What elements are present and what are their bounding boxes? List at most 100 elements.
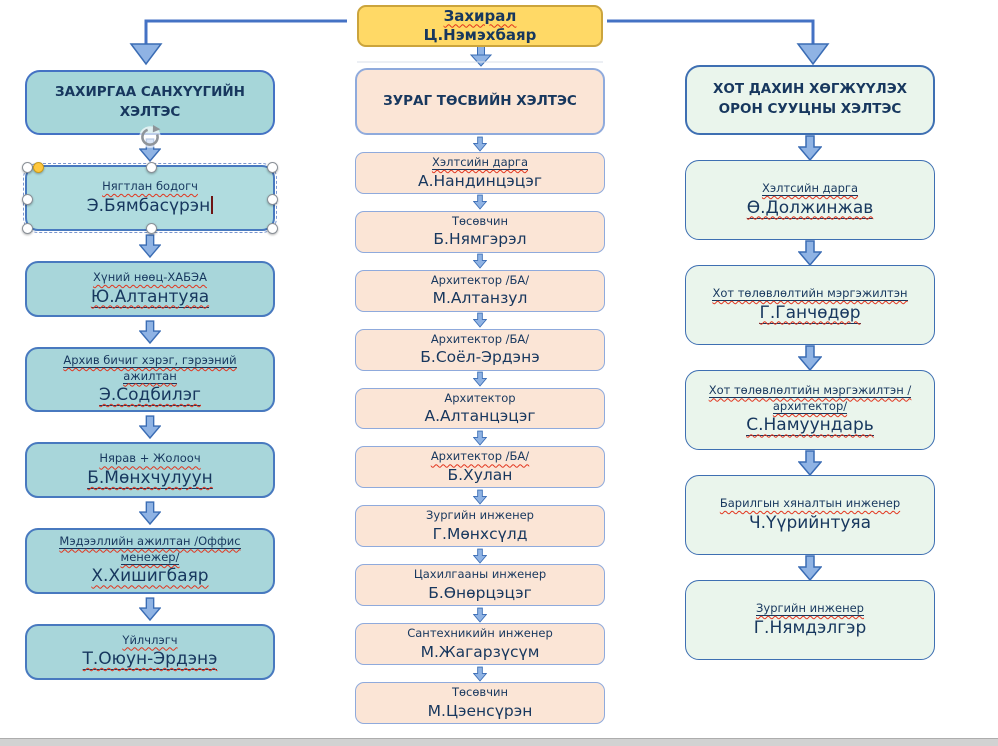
connector-arrow[interactable]	[473, 253, 487, 270]
box-name: Ю.Алтантуяа	[90, 286, 210, 308]
box-name: Б.Хулан	[448, 466, 513, 485]
box-name-text: Ч.Үүрийнтуяа	[748, 512, 872, 533]
handle-top-right[interactable]	[267, 162, 278, 173]
connector-arrow[interactable]	[139, 594, 161, 624]
box-name: Б.Соёл-Эрдэнэ	[420, 348, 539, 367]
connector-arrow[interactable]	[798, 344, 822, 371]
connector-arrow[interactable]	[473, 488, 487, 505]
connector-arrow[interactable]	[473, 547, 487, 564]
down-arrow-icon	[473, 607, 487, 623]
adjust-handle[interactable]	[33, 162, 44, 173]
handle-top-left[interactable]	[22, 162, 33, 173]
handle-middle-right[interactable]	[267, 193, 278, 205]
box-title: Зургийн инженер	[426, 508, 534, 524]
down-arrow-icon	[139, 415, 161, 440]
director-box[interactable]: Захирал Ц.Нэмэхбаяр	[357, 5, 603, 47]
connector-elbow-right[interactable]	[607, 19, 830, 66]
box-name-text: Э.Бямбасүрэн	[86, 195, 211, 216]
handle-bottom-left[interactable]	[22, 223, 33, 234]
box-title: Барилгын хяналтын инженер	[720, 496, 900, 512]
box-name: М.Алтанзул	[433, 289, 528, 308]
org-box[interactable]: Архитектор /БА/Б.Соёл-Эрдэнэ	[355, 328, 605, 371]
box-name-text: А.Нандинцэцэг	[418, 171, 542, 190]
connector-arrow[interactable]	[473, 135, 487, 152]
box-name-text: Г.Нямдэлгэр	[753, 617, 867, 638]
box-name: Б.Өнөрцэцэг	[428, 584, 531, 603]
box-title-text: Барилгын хяналтын инженер	[719, 496, 901, 511]
box-name: М.Жагарзүсүм	[421, 643, 540, 662]
box-title-text: Архитектор	[444, 390, 516, 405]
box-name: Х.Хишигбаяр	[91, 566, 208, 587]
box-title: Үйлчлэгч	[122, 633, 177, 649]
connector-arrow[interactable]	[139, 498, 161, 528]
org-box[interactable]: Архитектор /БА/Б.Хулан	[355, 446, 605, 489]
connector-arrow[interactable]	[473, 371, 487, 388]
connector-arrow[interactable]	[473, 312, 487, 329]
box-title: Төсөвчин	[452, 685, 508, 701]
box-title-text: Хот төлөвлөлтийн мэргэжилтэн /архитектор…	[708, 383, 912, 414]
connector-arrow[interactable]	[139, 412, 161, 442]
box-title-text: Цахилгааны инженер	[413, 567, 547, 582]
connector-arrow[interactable]	[139, 231, 161, 261]
column-header-admin-finance[interactable]: ЗАХИРГАА САНХҮҮГИЙН ХЭЛТЭС	[25, 70, 275, 135]
connector-elbow-left[interactable]	[129, 19, 347, 66]
column-header-design-budget[interactable]: ЗУРАГ ТӨСВИЙН ХЭЛТЭС	[355, 68, 605, 135]
connector-arrow[interactable]	[473, 429, 487, 446]
box-name-text: Т.Оюун-Эрдэнэ	[82, 649, 218, 671]
handle-middle-left[interactable]	[22, 193, 33, 205]
rotate-handle-icon[interactable]	[137, 123, 163, 149]
handle-top-middle[interactable]	[145, 162, 157, 173]
connector-arrow[interactable]	[798, 449, 822, 476]
connector-arrow[interactable]	[473, 665, 487, 682]
down-arrow-icon	[473, 548, 487, 564]
box-name: Ө.Должинжав	[746, 197, 874, 219]
box-name: А.Нандинцэцэг	[418, 172, 542, 191]
box-title: Хэлтсийн дарга	[761, 181, 859, 197]
box-title: Сантехникийн инженер	[407, 626, 553, 642]
down-arrow-icon	[798, 344, 822, 371]
box-title-text: Зургийн инженер	[426, 508, 534, 523]
down-arrow-icon	[473, 430, 487, 446]
connector-arrow[interactable]	[473, 606, 487, 623]
connector-arrow[interactable]	[798, 239, 822, 266]
box-name-text: Ю.Алтантуяа	[90, 286, 210, 308]
connector-arrow[interactable]	[798, 134, 822, 161]
box-title-text: Хэлтсийн дарга	[761, 181, 859, 197]
handle-bottom-right[interactable]	[267, 223, 278, 234]
connector-arrow[interactable]	[798, 554, 822, 581]
org-box[interactable]: Хот төлөвлөлтийн мэргэжилтэн /архитектор…	[685, 370, 935, 450]
box-name-text: Г.Ганчөдөр	[759, 302, 861, 324]
connector-arrow[interactable]	[139, 317, 161, 347]
down-arrow-icon	[798, 239, 822, 266]
box-title-text: Хот төлөвлөлтийн мэргэжилтэн	[712, 286, 908, 302]
connector-arrow[interactable]	[473, 194, 487, 211]
connector-arrow-middle[interactable]	[469, 45, 493, 67]
box-title-text: Төсөвчин	[452, 213, 508, 228]
box-name-text: Б.Соёл-Эрдэнэ	[420, 348, 540, 367]
box-name: Э.Бямбасүрэн	[86, 195, 214, 217]
down-arrow-icon	[139, 596, 161, 621]
box-title: Мэдээллийн ажилтан /Оффис менежер/	[39, 534, 261, 565]
org-box[interactable]: Мэдээллийн ажилтан /Оффис менежер/Х.Хиши…	[25, 528, 275, 594]
down-arrow-icon	[139, 501, 161, 526]
box-title: Хүний нөөц-ХАБЭА	[93, 270, 207, 286]
org-box[interactable]: Архитектор /БА/М.Алтанзул	[355, 269, 605, 312]
handle-bottom-middle[interactable]	[145, 223, 157, 234]
column-header-urban-redevelopment[interactable]: ХОТ ДАХИН ХӨГЖҮҮЛЭХ ОРОН СУУЦНЫ ХЭЛТЭС	[685, 65, 935, 135]
